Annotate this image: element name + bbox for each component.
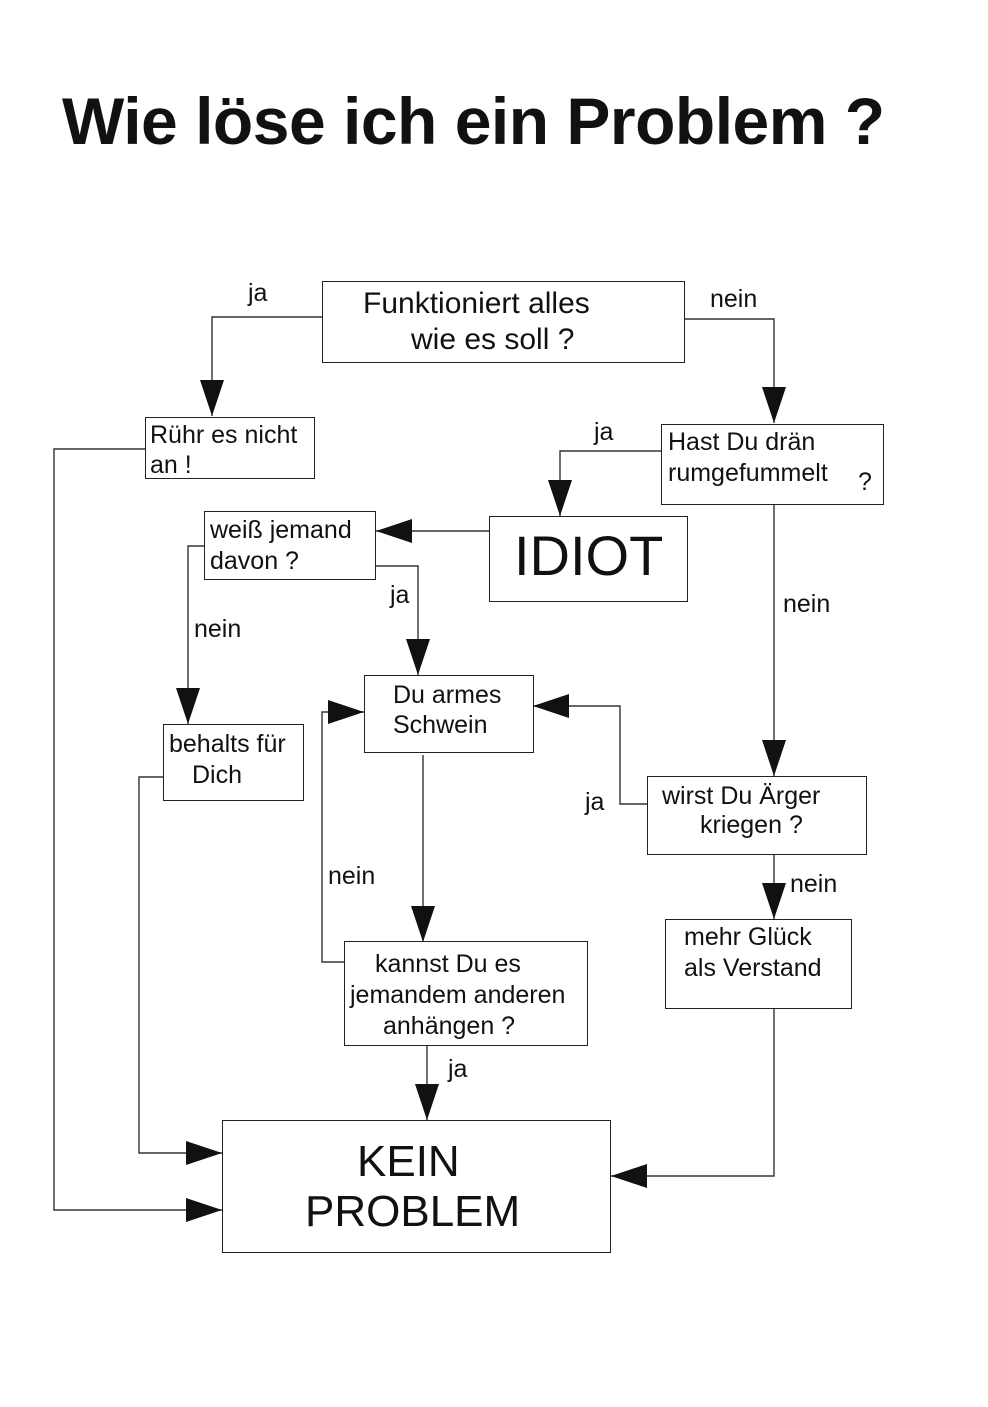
node-ruehr-line1: Rühr es nicht	[150, 421, 298, 449]
node-behalts: behalts für Dich	[163, 724, 304, 801]
edge-label-kannst-nein: nein	[328, 862, 376, 890]
edge-label-kannst-ja: ja	[448, 1055, 468, 1083]
edge-ruehr-kein	[53, 448, 222, 1222]
node-idiot-label: IDIOT	[514, 524, 664, 587]
edge-label-aerger-nein: nein	[790, 870, 838, 898]
node-idiot: IDIOT	[489, 516, 688, 602]
edge-kannst-nein	[321, 700, 364, 963]
node-hast-question: ?	[858, 468, 872, 496]
node-kein: KEIN PROBLEM	[222, 1120, 611, 1253]
node-ruehr: Rühr es nicht an !	[145, 417, 315, 479]
edge-glueck-kein	[611, 1009, 775, 1188]
node-weiss: weiß jemand davon ?	[204, 511, 376, 580]
edge-label-hast-ja: ja	[594, 418, 614, 446]
node-weiss-line1: weiß jemand	[210, 516, 352, 544]
page-title: Wie löse ich ein Problem ?	[62, 84, 885, 158]
node-weiss-line2: davon ?	[210, 547, 299, 575]
edge-label-weiss-nein: nein	[194, 615, 242, 643]
edge-aerger-ja	[533, 694, 647, 805]
node-aerger-line1: wirst Du Ärger	[662, 782, 821, 810]
node-armes-line1: Du armes	[393, 681, 502, 709]
edge-start-ja	[200, 316, 322, 416]
node-glueck: mehr Glück als Verstand	[665, 919, 852, 1009]
node-hast: Hast Du drän rumgefummelt ?	[661, 424, 884, 505]
edge-weiss-nein	[176, 545, 205, 724]
node-armes: Du armes Schwein	[364, 675, 534, 753]
edge-hast-ja	[548, 450, 661, 516]
node-kannst-line2: jemandem anderen	[350, 981, 566, 1009]
node-armes-line2: Schwein	[393, 711, 488, 739]
node-aerger-line2: kriegen ?	[700, 811, 803, 839]
edge-label-hast-nein: nein	[783, 590, 831, 618]
edge-label-start-nein: nein	[710, 285, 758, 313]
node-start-line1: Funktioniert alles	[363, 287, 590, 320]
edge-weiss-ja	[376, 565, 430, 675]
node-kannst-line1: kannst Du es	[375, 950, 521, 978]
node-kannst: kannst Du es jemandem anderen anhängen ?	[344, 941, 588, 1046]
node-behalts-line2: Dich	[192, 761, 243, 789]
node-kannst-line3: anhängen ?	[383, 1012, 516, 1040]
node-aerger: wirst Du Ärger kriegen ?	[647, 776, 867, 855]
edge-label-aerger-ja: ja	[585, 788, 605, 816]
edge-start-nein	[685, 318, 786, 423]
node-ruehr-line2: an !	[150, 451, 192, 479]
node-start: Funktioniert alles wie es soll ?	[322, 281, 685, 363]
node-start-line2: wie es soll ?	[411, 323, 575, 356]
node-glueck-line2: als Verstand	[684, 954, 822, 982]
node-hast-line1: Hast Du drän	[668, 428, 816, 456]
node-glueck-line1: mehr Glück	[684, 923, 812, 951]
node-kein-line1: KEIN	[357, 1137, 460, 1186]
node-behalts-line1: behalts für	[169, 730, 286, 758]
node-kein-line2: PROBLEM	[305, 1187, 521, 1236]
node-hast-line2: rumgefummelt	[668, 459, 828, 487]
edge-label-start-ja: ja	[248, 279, 268, 307]
edge-behalts-kein	[138, 776, 222, 1165]
edge-label-weiss-ja: ja	[390, 581, 410, 609]
